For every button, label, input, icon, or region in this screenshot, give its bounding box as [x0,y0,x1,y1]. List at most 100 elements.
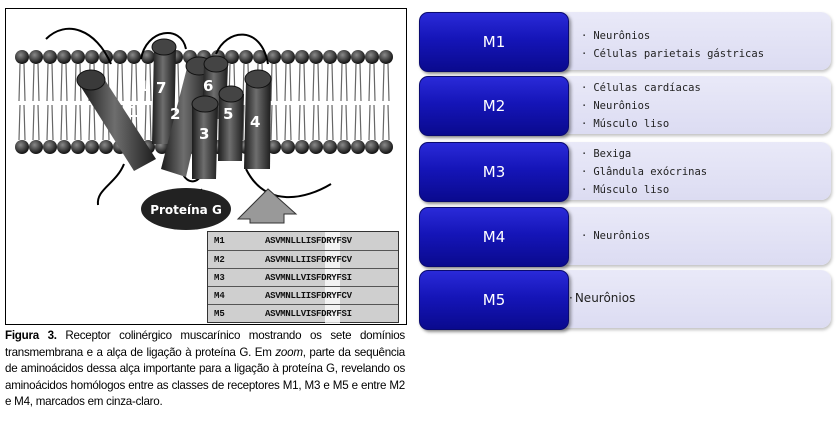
receptor-label: M3 [419,142,569,202]
receptor-figure: 1 1 7 2 6 3 5 4 Proteína G M1 ASVMNLLLIS… [5,8,407,325]
lipid-head [309,140,323,154]
list-item: ·Neurônios [581,100,651,112]
lipid-tail [298,104,306,141]
lipid-head [29,50,43,64]
lipid-head [337,140,351,154]
lipid-tail [32,104,40,141]
lipid-tail [368,104,376,141]
lipid-tail [46,104,54,141]
helix-label-1: 1 [128,103,138,121]
lipid-head [127,50,141,64]
lipid-head [71,50,85,64]
figure-caption: Figura 3. Receptor colinérgico muscaríni… [5,328,405,411]
zoom-callout-arrow [236,188,298,224]
helix-label-6: 6 [203,77,213,95]
lipid-tail [382,104,390,141]
lipid-tail [340,104,348,141]
lipid-tail [130,63,138,102]
lipid-head [43,140,57,154]
helix-7 [151,38,177,144]
lipid-tail [284,104,292,141]
lipid-tail [60,104,68,141]
list-item: ·Músculo liso [581,118,670,130]
lipid-tail [88,104,96,141]
lipid-head [71,140,85,154]
lipid-head [85,50,99,64]
lipid-head [99,140,113,154]
helix-1 [76,69,156,171]
list-item: ·Neurônios [581,230,651,242]
lipid-tail [354,104,362,141]
lipid-head [295,140,309,154]
lipid-tail [144,63,152,102]
list-item: ·Células parietais gástricas [581,48,765,60]
lipid-head [365,50,379,64]
receptor-label: M2 [419,76,569,136]
lipid-tail [144,104,152,141]
lipid-head [379,50,393,64]
lipid-tail [32,63,40,102]
list-item: ·Músculo liso [581,184,670,196]
lipid-head [141,50,155,64]
list-item: ·Neurônios [581,30,651,42]
lipid-head [379,140,393,154]
receptor-label: M1 [419,12,569,72]
helix-label-7: 7 [156,79,166,97]
caption-text-2: , parte da sequência de aminoácidos dess… [5,345,405,409]
helix-label-4: 4 [250,113,260,131]
lipid-head [323,140,337,154]
helix-label-3: 3 [199,125,209,143]
lipid-head [85,140,99,154]
lipid-head [323,50,337,64]
lipid-head [267,140,281,154]
lipid-tail [326,104,334,141]
lipid-head [57,140,71,154]
lipid-tail [18,63,26,102]
caption-zoom: zoom [275,345,303,359]
helix-5 [218,85,244,161]
lipid-head [267,50,281,64]
lipid-head [295,50,309,64]
sequence-row: M5 ASVMNLLVISFDRYFSI [208,304,398,323]
list-item: ·Glândula exócrinas [581,166,708,178]
lipid-head [113,50,127,64]
helix-label-2: 2 [170,105,180,123]
receptor-row-m3: M3 ·Bexiga ·Glândula exócrinas ·Músculo … [419,142,834,202]
lipid-head [29,140,43,154]
lipid-head [351,50,365,64]
receptor-label: M5 [419,270,569,330]
lipid-tail [298,63,306,102]
receptor-row-m5: M5 ·Neurônios [419,270,834,330]
helix-cylinders [76,38,272,179]
lipid-tail [354,63,362,102]
lipid-tail [312,104,320,141]
lipid-tail [312,63,320,102]
receptor-row-m2: M2 ·Células cardíacas ·Neurônios ·Múscul… [419,76,834,136]
lipid-head [43,50,57,64]
helix-3 [191,95,219,179]
lipid-tail [116,63,124,102]
lipid-head [253,50,267,64]
receptor-row-m4: M4 ·Neurônios [419,207,834,267]
lipid-tail [368,63,376,102]
helix-label-5: 5 [223,105,233,123]
lipid-head [281,140,295,154]
caption-text-1: Receptor colinérgico muscarínico mostran… [5,329,405,359]
helix-label-1b: 1 [139,79,149,95]
lipid-tail [284,63,292,102]
receptor-illustration: 1 1 7 2 6 3 5 4 Proteína G [15,27,393,230]
lipid-head [337,50,351,64]
sequence-row: M3 ASVMNLLVISFDRYFSI [208,268,398,287]
lipid-tail [326,63,334,102]
lipid-head [351,140,365,154]
lipid-tail [74,104,82,141]
list-item: ·Células cardíacas [581,82,701,94]
lipid-tail [60,63,68,102]
g-protein: Proteína G [141,188,231,230]
lipid-tail [46,63,54,102]
lipid-tail [18,104,26,141]
g-protein-label: Proteína G [150,203,222,217]
lipid-head [239,50,253,64]
list-item: ·Neurônios [569,291,636,305]
sequence-row: M1 ASVMNLLLISFDRYFSV [208,232,398,250]
